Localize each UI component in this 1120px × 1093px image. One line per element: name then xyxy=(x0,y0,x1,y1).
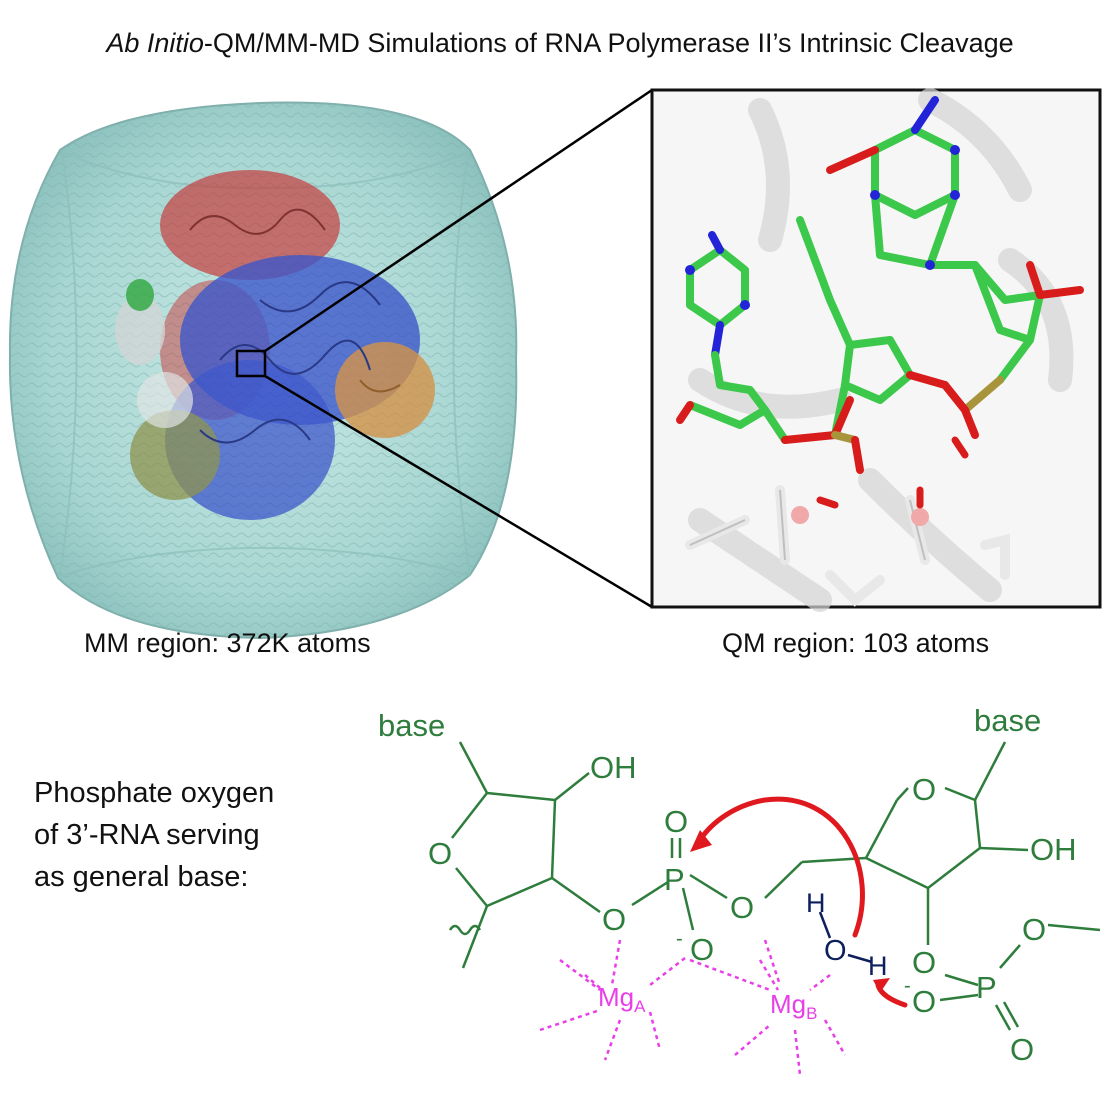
nucleophilic-attack-arrow xyxy=(697,796,865,938)
description-line-2: of 3’-RNA serving xyxy=(34,819,260,851)
qm-region-panel xyxy=(650,88,1102,612)
description-line-3: as general base: xyxy=(34,861,249,893)
bridging-oxygen-3: O xyxy=(602,902,626,937)
phosphoryl-oxygen: O xyxy=(664,804,688,839)
mg-b-label: MgB xyxy=(770,989,817,1023)
ring-oxygen-right: O xyxy=(912,772,936,807)
arrowhead-attack xyxy=(690,830,712,852)
title-italic: Ab Initio xyxy=(106,28,204,58)
ring-oxygen-left: O xyxy=(428,836,452,871)
base-right-label: base xyxy=(974,703,1041,738)
mg-ion-a xyxy=(791,506,809,524)
polymerase-protein xyxy=(115,170,435,520)
mg-a-label: MgA xyxy=(598,982,646,1016)
mg-ion-b xyxy=(911,508,929,526)
zoom-region-marker xyxy=(235,349,267,378)
reaction-mechanism: base base OH OH O O O O P O - O O O P - … xyxy=(378,703,1101,1076)
minus-charge-left: - xyxy=(676,928,683,950)
water-oxygen: O xyxy=(824,935,847,967)
mm-region-caption: MM region: 372K atoms xyxy=(84,628,371,658)
mechanism-description: Phosphate oxygen of 3’-RNA serving as ge… xyxy=(34,772,274,898)
zoom-line-top xyxy=(264,88,653,353)
title-rest: -QM/MM-MD Simulations of RNA Polymerase … xyxy=(203,28,1014,58)
oxygen-3-rna: O xyxy=(912,945,936,980)
zoom-line-bottom xyxy=(264,374,653,609)
oh-right-label: OH xyxy=(1030,832,1077,867)
base-left-label: base xyxy=(378,708,445,743)
phosphoryl-oxygen-right: O xyxy=(1010,1032,1034,1067)
water-hydrogen-2: H xyxy=(868,951,888,981)
qm-region-caption: QM region: 103 atoms xyxy=(722,628,990,658)
minus-charge-right: - xyxy=(904,975,911,997)
figure-title: Ab Initio-QM/MM-MD Simulations of RNA Po… xyxy=(0,28,1120,59)
oh-top-label: OH xyxy=(590,750,637,785)
phosphorus-right: P xyxy=(976,970,997,1005)
bridging-oxygen-5: O xyxy=(730,890,754,925)
phosphorus-left: P xyxy=(664,862,685,897)
arrowhead-proton xyxy=(873,978,890,993)
general-base-oxygen: O xyxy=(912,984,936,1019)
oxygen-ester-right: O xyxy=(1022,912,1046,947)
nonbridging-oxygen: O xyxy=(690,932,714,967)
water-hydrogen-1: H xyxy=(806,888,826,918)
description-line-1: Phosphate oxygen xyxy=(34,777,275,809)
